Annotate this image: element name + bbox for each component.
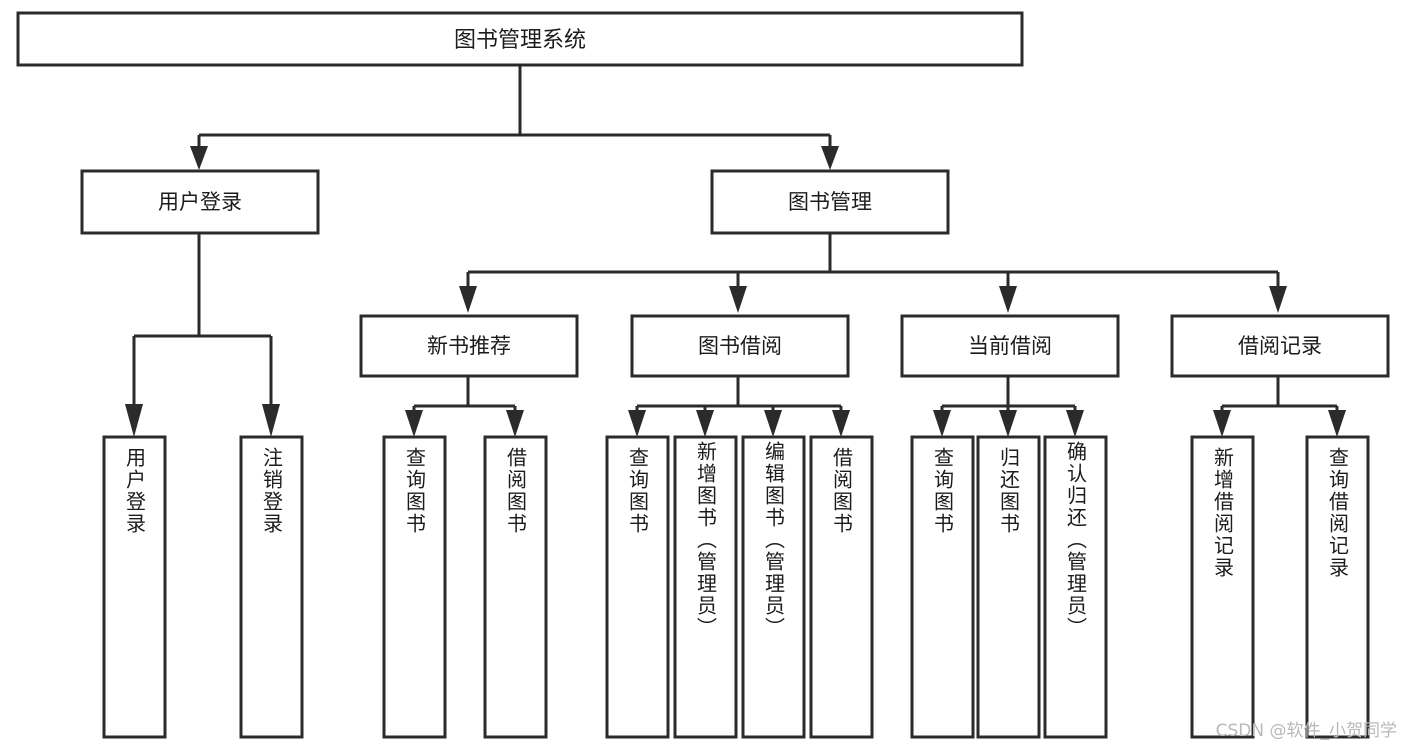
leaf-box-query-record[interactable] [1305,435,1370,739]
connectors [125,65,1346,437]
node-root-box[interactable] [16,11,1024,67]
leaf-box-add-record[interactable] [1190,435,1255,739]
leaf-boxes [102,435,1370,739]
leaf-box-query-book-3[interactable] [910,435,975,739]
node-user-login-label: 用户登录 [158,190,242,214]
node-borrow-record-box[interactable] [1170,314,1390,378]
leaf-box-add-book[interactable] [673,435,738,739]
leaf-box-user-login[interactable] [102,435,167,739]
node-current-borrow-label: 当前借阅 [968,334,1052,358]
leaf-box-query-book-1[interactable] [382,435,447,739]
arrowhead-leaf-add-book [696,410,714,437]
node-user-login-box[interactable] [80,169,320,235]
arrowhead-leaf-add-record [1213,410,1231,437]
arrowhead-newbook [459,286,477,313]
arrowhead-leaf-user-login [125,404,143,437]
node-book-borrow-label: 图书借阅 [698,334,782,358]
node-current-borrow[interactable]: 当前借阅 [900,314,1120,378]
node-new-book-recommend-label: 新书推荐 [427,334,511,358]
leaf-box-query-book-2[interactable] [605,435,670,739]
arrowhead-leaf-query-book-1 [405,410,423,437]
leaf-box-return-book[interactable] [976,435,1041,739]
arrowhead-leaf-query-book-3 [933,410,951,437]
arrowhead-book-mgmt [821,146,839,170]
arrowhead-leaf-confirm-return [1066,410,1084,437]
arrowhead-current [999,286,1017,313]
leaf-box-edit-book[interactable] [741,435,806,739]
arrowhead-leaf-logout [262,404,280,437]
node-user-login[interactable]: 用户登录 [80,169,320,235]
node-root[interactable]: 图书管理系统 [16,11,1024,67]
arrowhead-leaf-edit-book [764,410,782,437]
leaf-box-borrow-book-1[interactable] [483,435,548,739]
node-book-management-box[interactable] [710,169,950,235]
arrowhead-user-login [190,146,208,170]
node-book-borrow[interactable]: 图书借阅 [630,314,850,378]
leaf-box-borrow-book-2[interactable] [809,435,874,739]
node-new-book-recommend-box[interactable] [359,314,579,378]
arrowhead-leaf-query-record [1328,410,1346,437]
node-borrow-record[interactable]: 借阅记录 [1170,314,1390,378]
arrowhead-leaf-borrow-book-1 [506,410,524,437]
leaf-box-confirm-return[interactable] [1043,435,1108,739]
arrowhead-borrow [729,286,747,313]
node-book-management[interactable]: 图书管理 [710,169,950,235]
arrowhead-leaf-query-book-2 [628,410,646,437]
node-book-management-label: 图书管理 [788,190,872,214]
leaf-box-logout[interactable] [239,435,304,739]
arrowhead-leaf-return-book [999,410,1017,437]
node-new-book-recommend[interactable]: 新书推荐 [359,314,579,378]
node-borrow-record-label: 借阅记录 [1238,334,1322,358]
node-book-borrow-box[interactable] [630,314,850,378]
node-current-borrow-box[interactable] [900,314,1120,378]
node-root-label: 图书管理系统 [454,28,586,53]
arrowhead-leaf-borrow-book-2 [832,410,850,437]
arrowhead-record [1269,286,1287,313]
